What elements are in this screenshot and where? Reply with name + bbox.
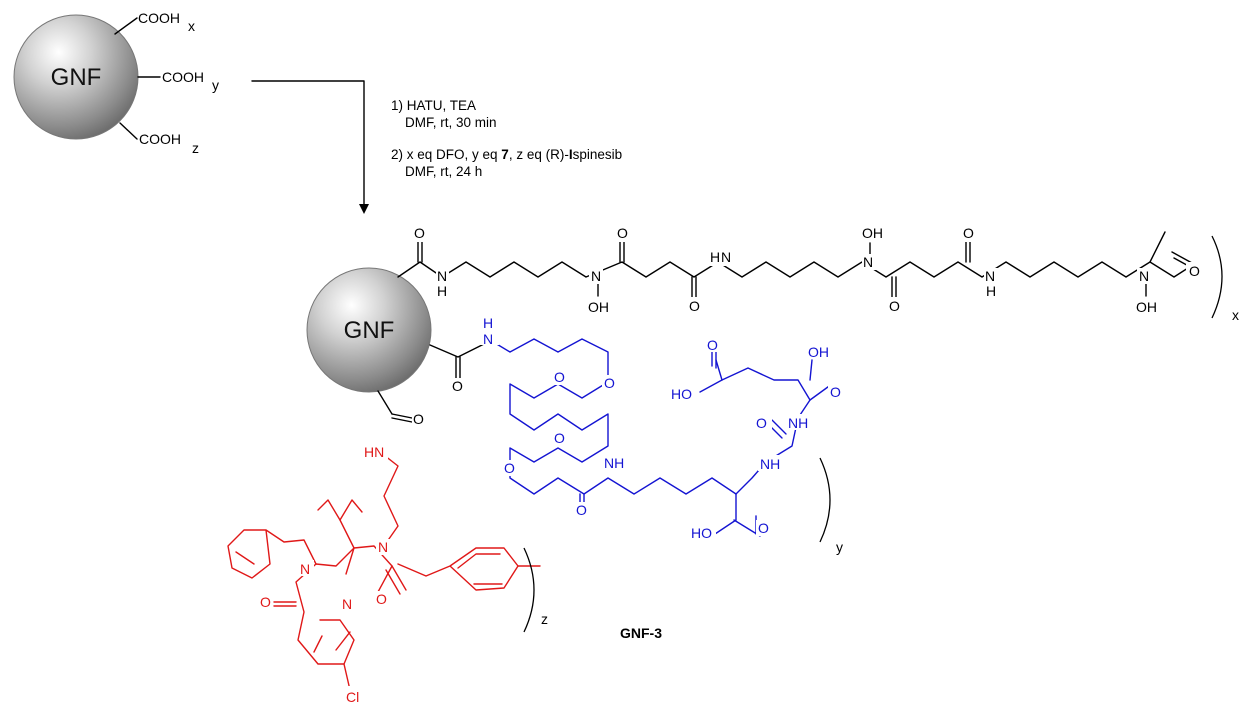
reaction-arrow (251, 80, 369, 214)
repeat-bracket-x (1211, 235, 1223, 319)
ligand-n-amide: N (483, 331, 493, 347)
condition-step1-line2: DMF, rt, 30 min (405, 115, 497, 130)
cooh-z-label: COOH (139, 131, 181, 147)
ligand-o-3: O (554, 430, 565, 446)
ligand-h-amide: H (483, 315, 493, 331)
repeat-subscript-y: y (836, 539, 843, 555)
dfo-o-3: O (689, 298, 700, 314)
ligand-ho-glu: HO (671, 386, 692, 402)
cooh-x-label: COOH (138, 10, 180, 26)
drug-n-quin-2: N (342, 596, 352, 612)
dfo-o-6: O (1189, 263, 1200, 279)
condition-step2-line1: 2) x eq DFO, y eq 7, z eq (R)-Ispinesib (391, 147, 622, 162)
dfo-h-2: H (986, 283, 996, 299)
linker-o-z: O (413, 411, 424, 427)
repeat-bracket-z (523, 547, 535, 633)
dfo-n-1: N (437, 268, 447, 284)
repeat-bracket-y (819, 457, 831, 543)
ligand-o-glu-2: O (830, 384, 841, 400)
dfo-n-2: N (591, 268, 601, 284)
ligand-o-urea: O (756, 415, 767, 431)
drug-n-amide: N (378, 539, 388, 555)
ispinesib: HN N O N N O Cl z (227, 444, 548, 705)
ligand-o-1: O (554, 369, 565, 385)
drug-o-quin: O (260, 594, 271, 610)
ligand-o-glu-1: O (707, 337, 718, 353)
reactant-gnf: GNF COOH x COOH y COOH z (13, 10, 219, 156)
ligand-o-4: O (504, 460, 515, 476)
drug-hn: HN (364, 444, 384, 460)
dfo-oh-3: OH (1136, 299, 1157, 315)
dfo-o-4: O (889, 298, 900, 314)
condition-step1-line1: 1) HATU, TEA (391, 98, 476, 113)
cooh-x-subscript: x (188, 18, 195, 34)
dfo-o-5: O (963, 225, 974, 241)
ligand-o-5: O (576, 502, 587, 518)
ligand-nh-urea-2: NH (788, 415, 808, 431)
cooh-y-label: COOH (162, 69, 204, 85)
product-nanoframe-sphere (306, 267, 432, 393)
dfo-oh-1: OH (588, 299, 609, 315)
dfo-nh-1: H (710, 249, 720, 265)
drug-o-amide: O (376, 591, 387, 607)
repeat-subscript-x: x (1232, 307, 1239, 323)
dfo-o-2: O (617, 225, 628, 241)
reaction-conditions: 1) HATU, TEA DMF, rt, 30 min 2) x eq DFO… (391, 98, 622, 179)
dfo-n-3: N (863, 254, 873, 270)
dfo-oh-2: OH (862, 225, 883, 241)
dfo-o-1: O (414, 225, 425, 241)
ligand-o-lys: O (758, 520, 769, 536)
drug-n-quin-1: N (300, 561, 310, 577)
drug-cl: Cl (346, 689, 359, 705)
psma-ligand: H N O O O O O NH NH NH O HO O O HO OH O … (477, 315, 844, 555)
ligand-ho-lys: HO (691, 525, 712, 541)
ligand-oh-glu: OH (808, 344, 829, 360)
dfo-n-5: N (1139, 268, 1149, 284)
ligand-nh-lys: NH (604, 455, 624, 471)
amide-linkers: O O (377, 342, 487, 427)
cooh-y-subscript: y (212, 77, 219, 93)
cooh-z-subscript: z (192, 140, 199, 156)
condition-step2-line2: DMF, rt, 24 h (405, 164, 482, 179)
reactant-core-label: GNF (51, 64, 102, 91)
dfo-n-4: N (985, 268, 995, 284)
repeat-subscript-z: z (541, 611, 548, 627)
linker-o-y: O (452, 378, 463, 394)
ligand-nh-urea-1: NH (760, 456, 780, 472)
ligand-o-2: O (604, 375, 615, 391)
dfo-nh-1-n: N (721, 249, 731, 265)
product-gnf: GNF (306, 267, 432, 393)
product-core-label: GNF (344, 317, 395, 344)
dfo-chain: O N H N OH O O H N N OH O O N H N OH O x (397, 225, 1239, 323)
compound-label: GNF-3 (620, 625, 662, 641)
dfo-h-1: H (437, 283, 447, 299)
